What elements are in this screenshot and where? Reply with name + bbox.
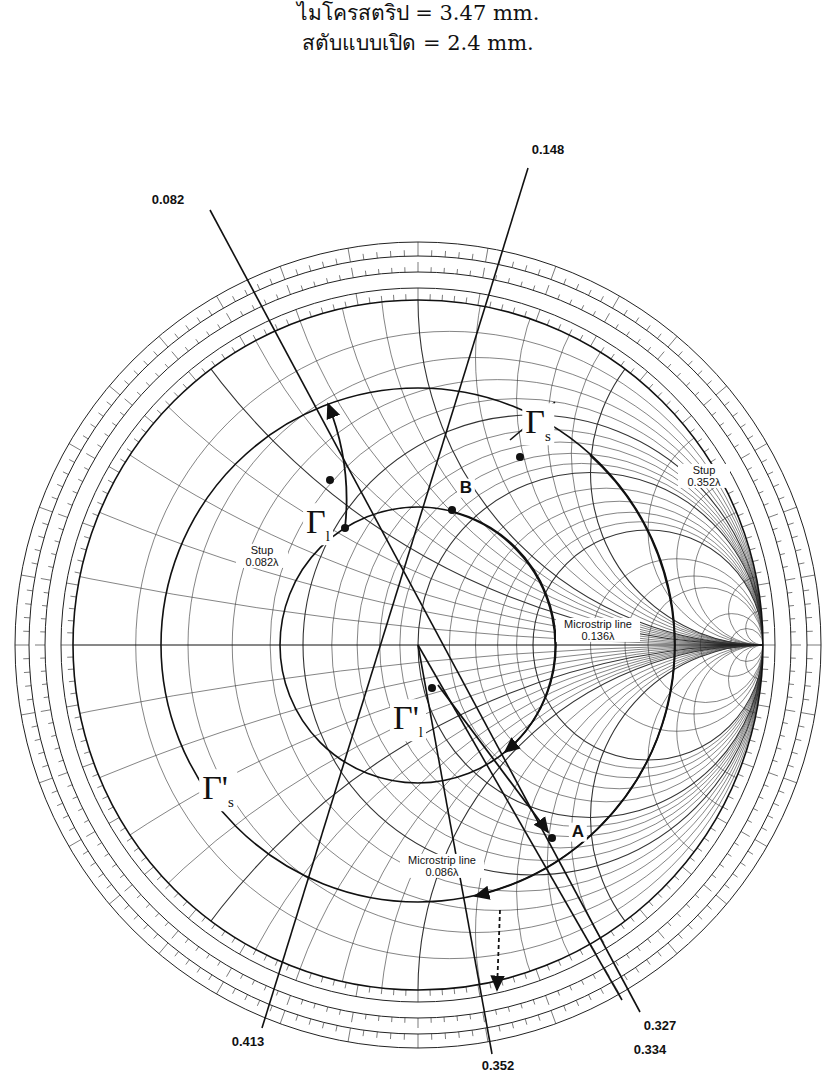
wavelength-reading: 0.413 <box>229 1035 268 1049</box>
wavelength-reading: 0.148 <box>529 143 568 157</box>
line-label: Microstrip line 0.136λ <box>556 618 640 642</box>
gamma-subscript: s <box>545 428 551 444</box>
dimension-note: สตับแบบเปิด = 2.4 mm. <box>299 32 537 55</box>
line-label: Microstrip line 0.086λ <box>400 854 484 878</box>
gamma-symbol: Γ' <box>393 699 419 736</box>
gamma-subscript: l <box>326 528 330 544</box>
dimension-note: ไมโครสตริป = 3.47 mm. <box>294 2 543 25</box>
reflection-label: Γs <box>522 403 554 445</box>
gamma-subscript: s <box>228 794 234 810</box>
reflection-label: Γ'l <box>390 699 426 741</box>
wavelength-reading: 0.334 <box>631 1043 670 1057</box>
gamma-symbol: Γ' <box>202 769 228 806</box>
gamma-subscript: l <box>419 724 423 740</box>
point-label: B <box>457 479 475 498</box>
gamma-symbol: Γ <box>306 503 326 540</box>
point-label: A <box>569 823 587 842</box>
stub-label: Stup 0.352λ <box>678 464 730 488</box>
stub-label: Stup 0.082λ <box>236 544 288 568</box>
reflection-label: Γ's <box>199 769 237 811</box>
gamma-symbol: Γ <box>525 403 545 440</box>
wavelength-reading: 0.327 <box>641 1019 680 1033</box>
reflection-label: Γl <box>303 503 333 545</box>
wavelength-reading: 0.082 <box>149 193 188 207</box>
wavelength-reading: 0.352 <box>479 1059 518 1073</box>
